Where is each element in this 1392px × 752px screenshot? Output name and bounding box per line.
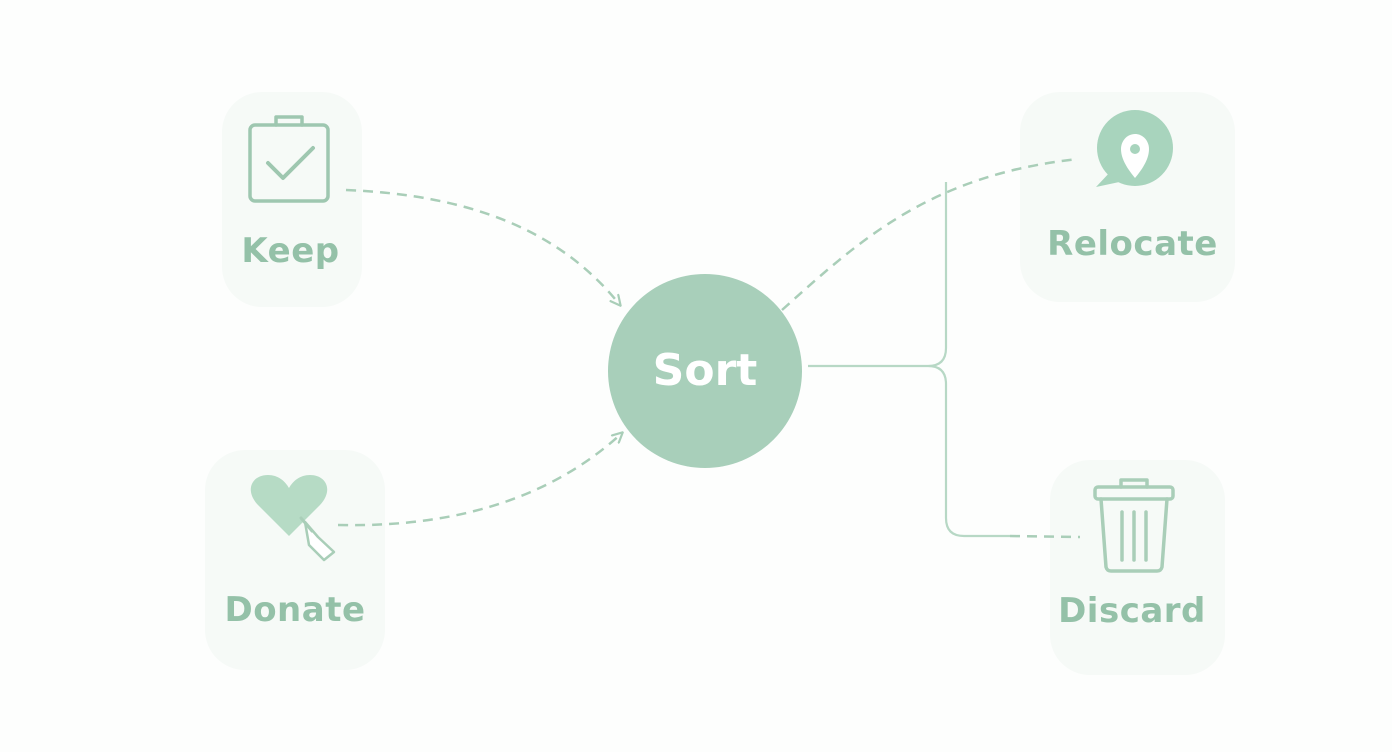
connector-to-discard <box>1009 534 1081 539</box>
sort-node <box>608 274 802 468</box>
keep-label: Keep <box>241 231 340 271</box>
connector-keep-to-sort <box>345 188 620 305</box>
heart-hand-icon <box>250 475 336 562</box>
bracket-connector <box>808 182 1010 538</box>
sort-label: Sort <box>652 345 758 396</box>
connector-donate-to-sort <box>337 433 622 527</box>
clipboard-check-icon <box>248 115 330 203</box>
node-backdrops <box>205 92 1235 675</box>
connector-sort-to-relocate <box>781 157 1079 311</box>
location-pin-icon <box>1096 110 1173 187</box>
trash-bin-icon <box>1093 478 1175 573</box>
relocate-label: Relocate <box>1047 224 1218 264</box>
donate-label: Donate <box>224 590 366 630</box>
discard-label: Discard <box>1058 591 1206 631</box>
